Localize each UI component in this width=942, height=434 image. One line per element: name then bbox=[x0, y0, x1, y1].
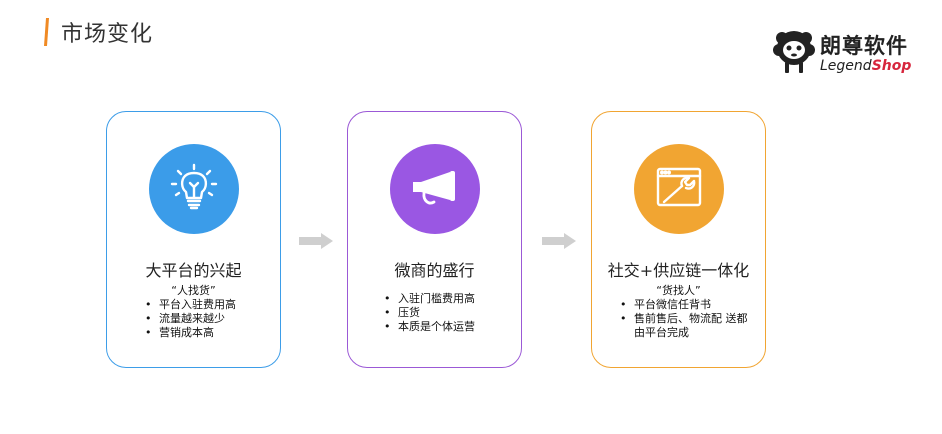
card-body: “货找人” 平台微信任背书 售前售后、物流配 送都 由平台完成 bbox=[592, 284, 765, 340]
list-item: 营销成本高 bbox=[145, 326, 280, 340]
list-item: 入驻门槛费用高 bbox=[384, 292, 521, 306]
logo-name-en-shop: Shop bbox=[871, 58, 912, 74]
sheep-logo-icon bbox=[773, 31, 815, 73]
card-icon-circle bbox=[389, 144, 480, 234]
title-accent-mark bbox=[44, 18, 49, 46]
card-body: 入驻门槛费用高 压货 本质是个体运营 bbox=[348, 292, 521, 334]
card-quote: “货找人” bbox=[656, 284, 701, 297]
browser-wrench-icon bbox=[656, 167, 701, 207]
logo-name-cn: 朗尊软件 bbox=[820, 34, 908, 58]
page-header: 市场变化 bbox=[44, 16, 153, 48]
list-item: 流量越来越少 bbox=[145, 312, 280, 326]
list-item: 平台入驻费用高 bbox=[145, 298, 280, 312]
megaphone-icon bbox=[412, 171, 455, 205]
list-item: 压货 bbox=[384, 306, 521, 320]
card-big-platform: 大平台的兴起 “人找货” 平台入驻费用高 流量越来越少 营销成本高 bbox=[106, 111, 281, 368]
card-quote: “人找货” bbox=[171, 284, 216, 297]
brand-logo: 朗尊软件 LegendShop bbox=[773, 28, 913, 78]
card-social-supply-chain: 社交+供应链一体化 “货找人” 平台微信任背书 售前售后、物流配 送都 由平台完… bbox=[591, 111, 766, 368]
arrow-right-icon bbox=[299, 233, 333, 249]
card-icon-circle bbox=[148, 144, 239, 234]
card-bullet-list: 平台微信任背书 售前售后、物流配 送都 由平台完成 bbox=[620, 298, 765, 340]
card-title: 大平台的兴起 bbox=[145, 261, 242, 280]
page-title: 市场变化 bbox=[61, 22, 154, 47]
card-wechat-business: 微商的盛行 入驻门槛费用高 压货 本质是个体运营 bbox=[347, 111, 522, 368]
card-bullet-list: 入驻门槛费用高 压货 本质是个体运营 bbox=[384, 292, 521, 334]
card-title: 社交+供应链一体化 bbox=[607, 261, 750, 280]
list-item: 平台微信任背书 bbox=[620, 298, 765, 312]
card-icon-circle bbox=[633, 144, 724, 234]
arrow-right-icon bbox=[542, 233, 576, 249]
logo-name-en: LegendShop bbox=[820, 58, 911, 74]
list-item: 本质是个体运营 bbox=[384, 320, 521, 334]
card-title: 微商的盛行 bbox=[394, 261, 475, 280]
logo-name-en-legend: Legend bbox=[820, 58, 872, 74]
lightbulb-icon bbox=[170, 163, 217, 210]
list-item: 由平台完成 bbox=[634, 326, 689, 339]
card-bullet-list: 平台入驻费用高 流量越来越少 营销成本高 bbox=[145, 298, 280, 340]
card-body: “人找货” 平台入驻费用高 流量越来越少 营销成本高 bbox=[107, 284, 280, 340]
list-item: 售前售后、物流配 送都 bbox=[620, 312, 765, 326]
